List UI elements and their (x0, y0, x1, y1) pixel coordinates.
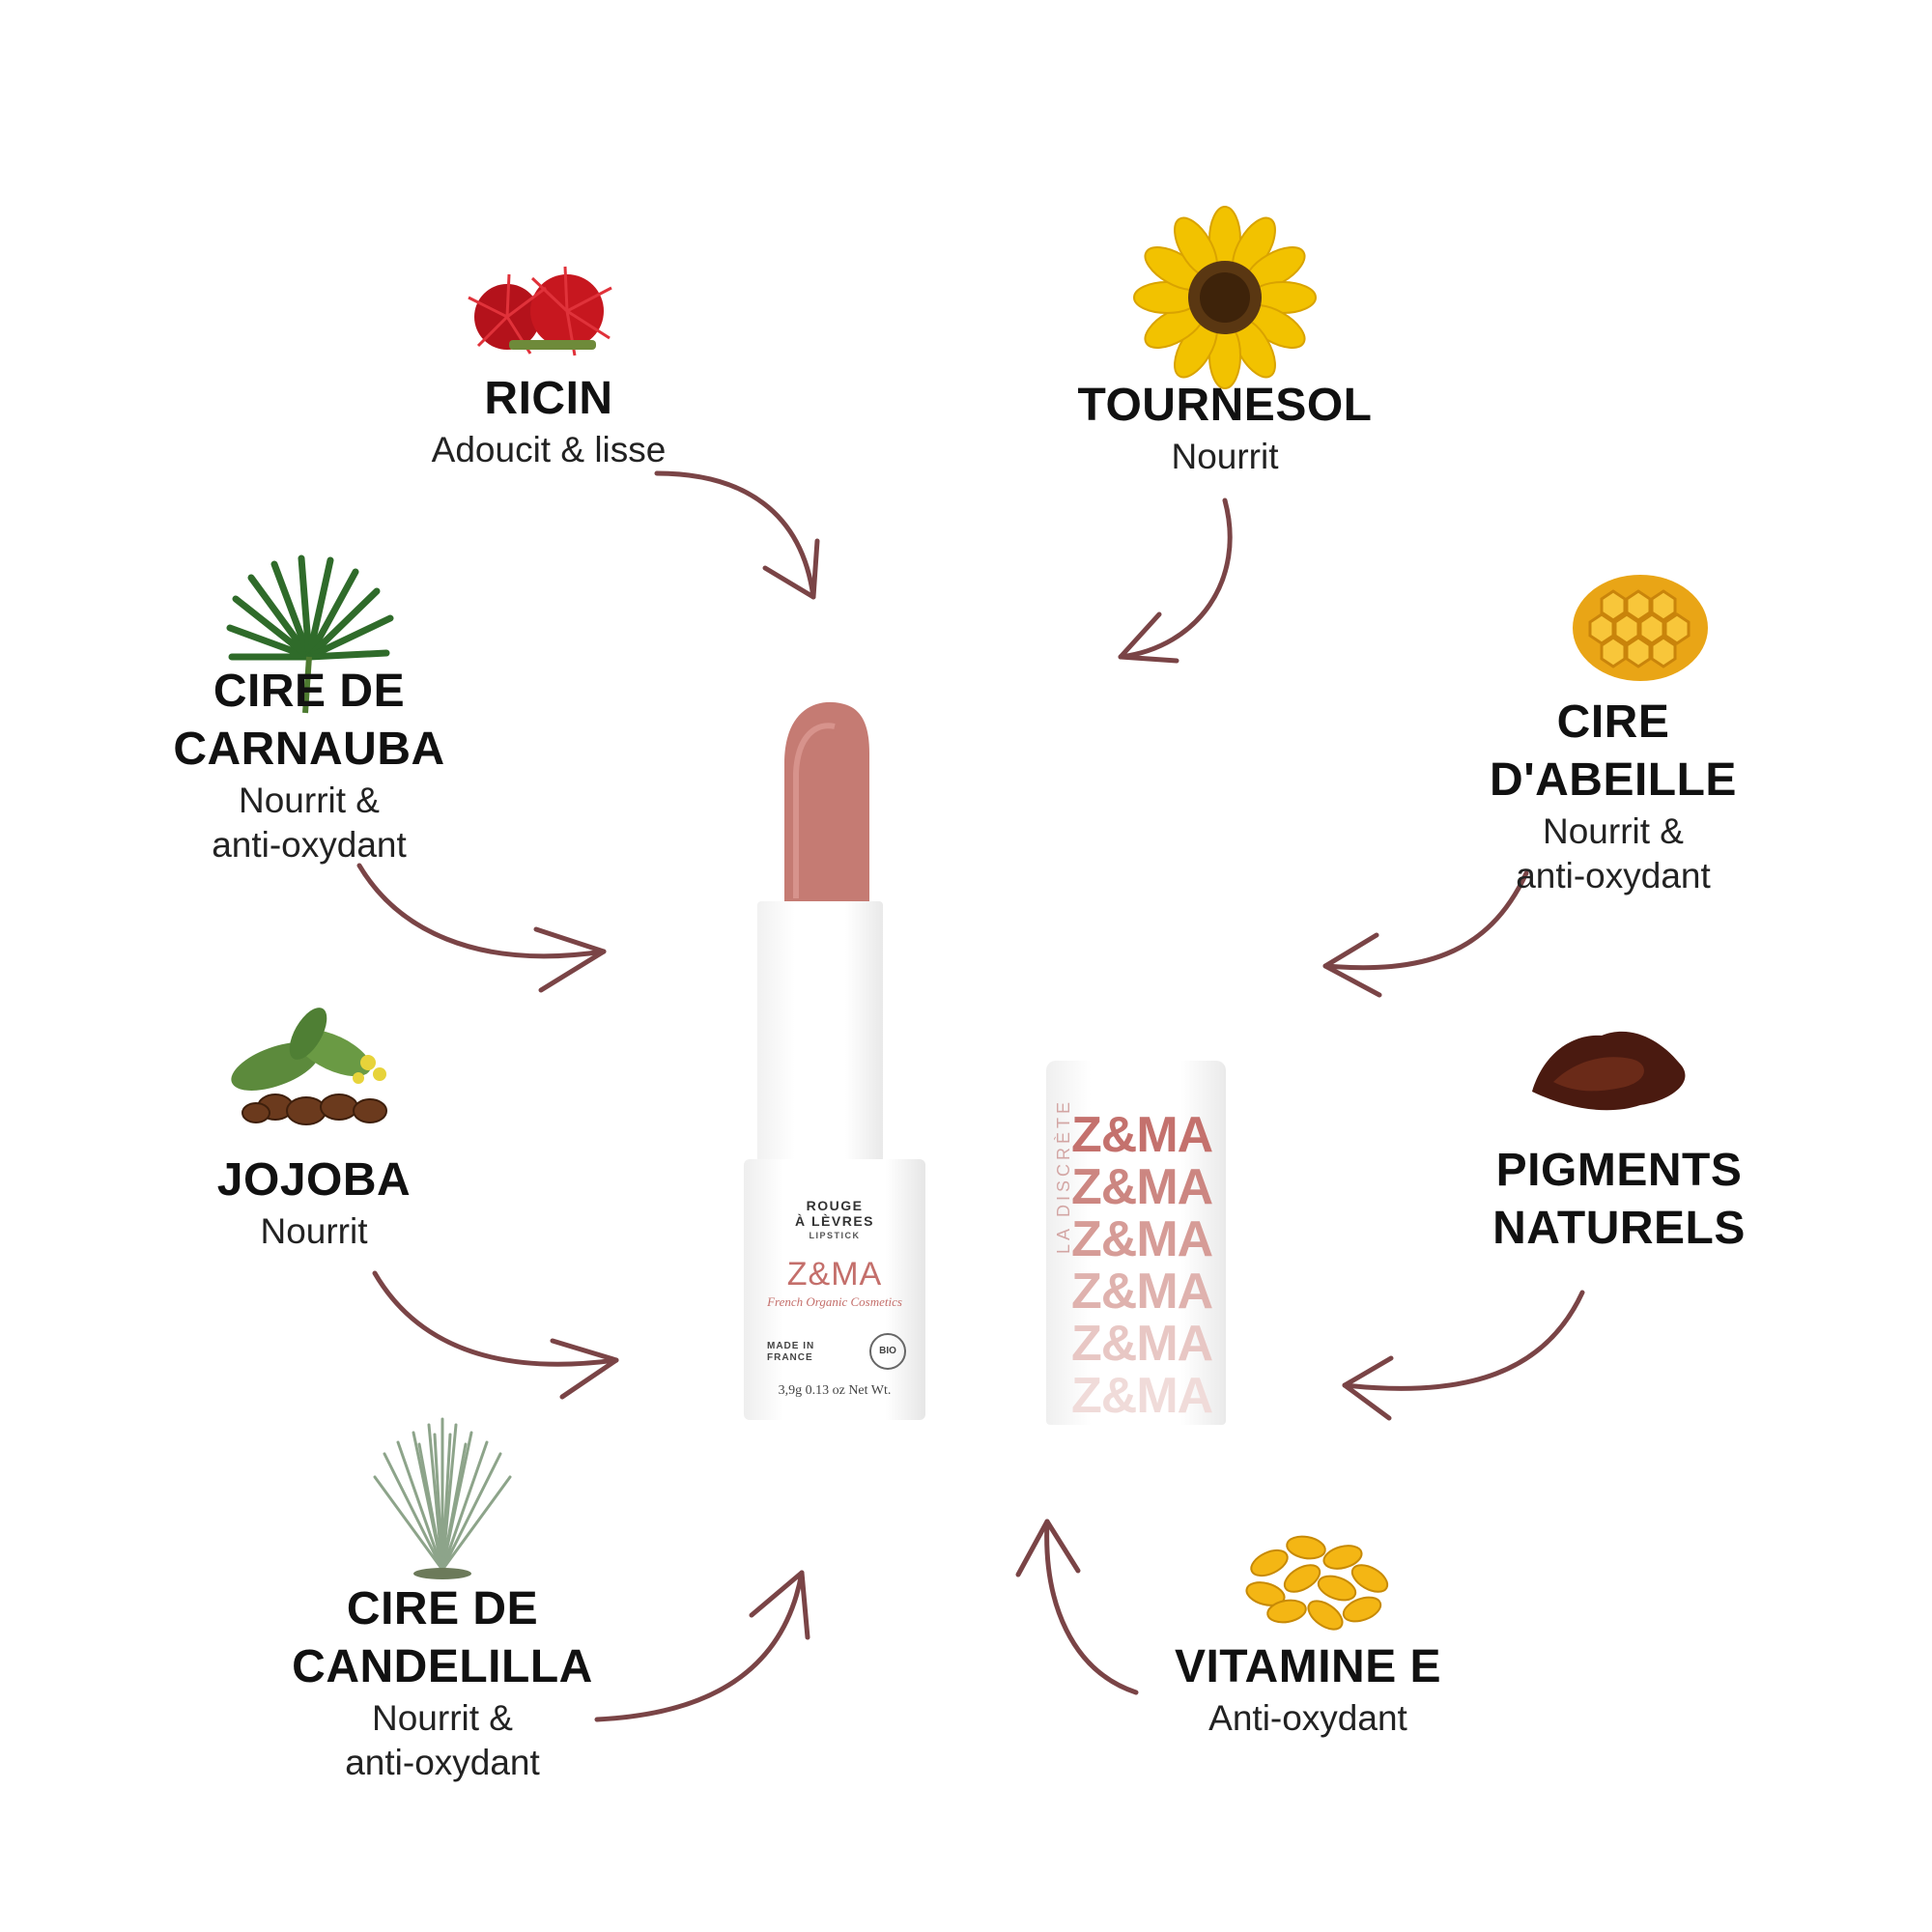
castor-flower-icon (468, 266, 612, 356)
ingredient-benefit: Nourrit (1171, 437, 1279, 476)
bio-certification-badge: BIO (869, 1333, 906, 1370)
ingredient-benefit: Adoucit & lisse (431, 430, 667, 469)
ingredient-name-line-1: CIRE DE (213, 666, 406, 717)
ingredient-name: RICIN (484, 373, 613, 424)
arrow-candelilla (594, 1570, 810, 1722)
cap-brand-row: Z&MA (1071, 1264, 1213, 1320)
arrow-tournesol (1118, 497, 1233, 664)
ingredient-benefit-line-1: Nourrit & (239, 781, 380, 820)
ingredient-name-line-1: CIRE DE (346, 1583, 539, 1634)
cap-brand-row: Z&MA (1071, 1107, 1213, 1163)
pigment-powder-icon (1532, 1031, 1686, 1111)
ingredient-pigments: PIGMENTS NATURELS (1492, 1142, 1746, 1258)
ingredient-name: TOURNESOL (1077, 380, 1373, 431)
ingredient-name: CIRE D'ABEILLE (1490, 696, 1737, 806)
net-weight: 3,9g 0.13 oz Net Wt. (778, 1383, 892, 1398)
lipstick-tube-base: ROUGE À LÈVRES LIPSTICK Z&MA French Orga… (744, 1159, 925, 1420)
brand-logo: Z&MA (786, 1256, 883, 1293)
ingredient-abeille: CIRE D'ABEILLE Nourrit & anti-oxydant (1454, 694, 1773, 898)
product-type-english: LIPSTICK (809, 1231, 861, 1240)
cap-brand-row: Z&MA (1071, 1316, 1213, 1372)
ingredient-carnauba: CIRE DE CARNAUBA Nourrit & anti-oxydant (173, 663, 444, 867)
product-type-line-1: ROUGE (806, 1198, 864, 1213)
arrow-vitamine (1015, 1519, 1139, 1695)
cap-brand-row: Z&MA (1071, 1159, 1213, 1215)
jojoba-plant-icon (231, 1008, 387, 1125)
ingredient-tournesol: TOURNESOL Nourrit (1078, 377, 1373, 479)
ingredient-benefit-line-1: Nourrit & (372, 1698, 513, 1738)
cap-brand-row: Z&MA (1071, 1211, 1213, 1267)
candelilla-plant-icon (373, 1417, 512, 1579)
ingredient-name-line-2: CANDELILLA (292, 1641, 593, 1692)
product-type-label: ROUGE À LÈVRES (744, 1198, 925, 1229)
ingredient-name-line-1: PIGMENTS (1495, 1145, 1743, 1196)
lipstick-tube-upper (757, 901, 883, 1162)
cap-brand-pattern: Z&MA Z&MA Z&MA Z&MA Z&MA Z&MA (1071, 1107, 1213, 1424)
made-in-line-1: MADE IN (767, 1341, 815, 1351)
product-type-line-2: À LÈVRES (794, 1213, 874, 1229)
palm-leaf-icon (226, 554, 394, 714)
made-in-france: MADE IN FRANCE (767, 1341, 814, 1364)
arrow-ricin (654, 470, 820, 600)
ingredient-vitamine-e: VITAMINE E Anti-oxydant (1175, 1638, 1441, 1741)
ingredient-benefit-line-2: anti-oxydant (345, 1743, 540, 1782)
ingredient-benefit-line-2: anti-oxydant (1516, 856, 1711, 895)
ingredient-benefit: Nourrit (260, 1211, 368, 1251)
ingredient-benefit-line-2: anti-oxydant (212, 825, 407, 865)
ingredient-ricin: RICIN Adoucit & lisse (432, 370, 667, 472)
vitamin-capsules-icon (1245, 1535, 1389, 1631)
ingredient-candelilla: CIRE DE CANDELILLA Nourrit & anti-oxydan… (292, 1580, 593, 1785)
arrow-jojoba (372, 1270, 619, 1400)
ingredient-name: JOJOBA (216, 1154, 412, 1206)
ingredient-jojoba: JOJOBA Nourrit (217, 1151, 411, 1254)
cap-brand-row: Z&MA (1071, 1368, 1213, 1424)
honeycomb-icon (1573, 575, 1708, 681)
ingredient-name: VITAMINE E (1174, 1641, 1442, 1692)
sunflower-icon (1133, 206, 1317, 389)
arrow-abeille (1322, 870, 1529, 998)
ingredient-name-line-2: CARNAUBA (173, 724, 445, 775)
ingredient-benefit: Anti-oxydant (1208, 1698, 1407, 1738)
ingredient-name-line-2: NATURELS (1492, 1203, 1746, 1254)
arrow-carnauba (356, 863, 607, 993)
lipstick-bullet (784, 701, 869, 908)
ingredient-benefit-line-1: Nourrit & (1543, 811, 1684, 851)
arrow-pigments (1342, 1290, 1585, 1421)
made-in-line-2: FRANCE (767, 1352, 813, 1363)
lipstick-cap: LA DISCRÈTE Z&MA Z&MA Z&MA Z&MA Z&MA Z&M… (1046, 1061, 1226, 1425)
brand-tagline: French Organic Cosmetics (767, 1294, 902, 1309)
